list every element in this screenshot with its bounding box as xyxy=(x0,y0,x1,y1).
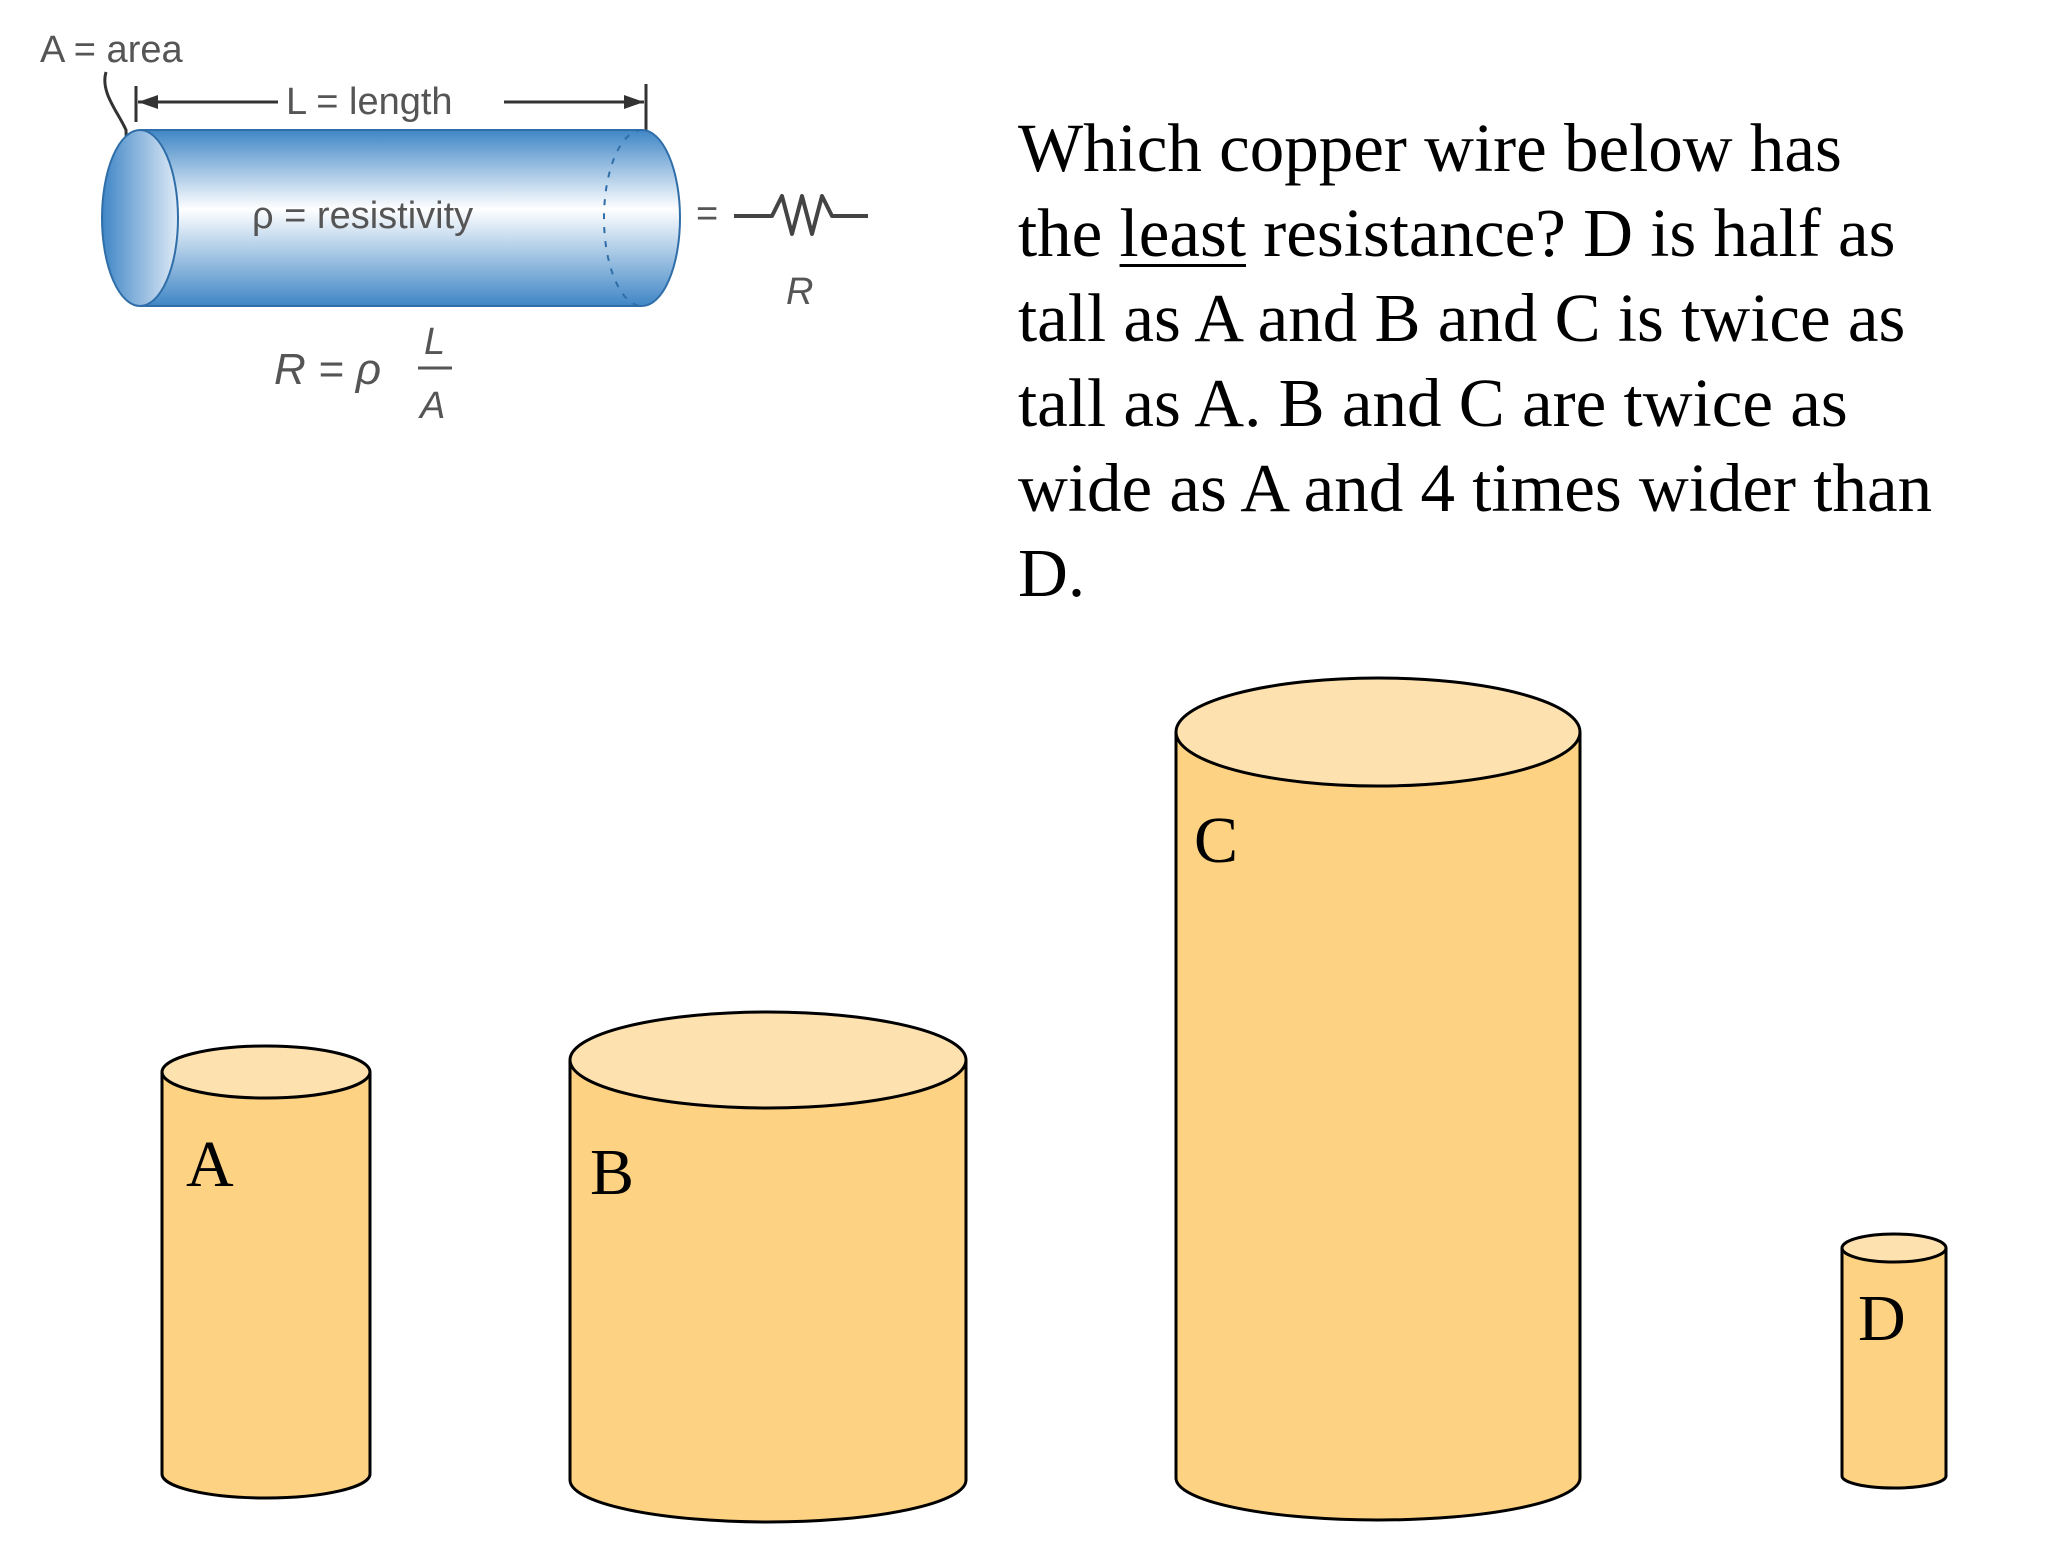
cylinder-b-body xyxy=(568,1060,968,1524)
question-line-2-post: resistance? D is half as xyxy=(1246,195,1896,271)
wire-body xyxy=(139,129,681,307)
question-text: Which copper wire below has the least re… xyxy=(1018,106,2028,616)
area-arrow xyxy=(103,71,130,201)
cylinder-a-body xyxy=(160,1072,372,1500)
formula-lhs: R = ρ xyxy=(274,345,381,394)
cylinder-c-label: C xyxy=(1194,804,1238,877)
length-label: L = length xyxy=(286,81,453,123)
length-arrowhead-left xyxy=(138,95,158,109)
cylinder-b-label: B xyxy=(590,1136,634,1209)
question-line-3: tall as A and B and C is twice as xyxy=(1018,280,1906,356)
resistor-symbol xyxy=(734,194,868,236)
cylinder-d-label: D xyxy=(1858,1282,1906,1355)
cylinder-d-body xyxy=(1840,1248,1948,1490)
question-line-1: Which copper wire below has xyxy=(1018,110,1842,186)
cylinders-group: A B C D xyxy=(160,676,1948,1524)
formula-numerator: L xyxy=(424,321,445,363)
wire-hidden-edge xyxy=(603,129,643,307)
wire-end-face xyxy=(101,129,179,307)
question-line-5: wide as A and 4 times wider than xyxy=(1018,450,1933,526)
question-line-6: D. xyxy=(1018,535,1086,611)
resistivity-figure: A = area L = length ρ = resistivity = R … xyxy=(40,29,868,427)
cylinder-b: B xyxy=(568,1010,968,1524)
question-line-2: the least resistance? D is half as xyxy=(1018,191,2028,276)
cylinder-d: D xyxy=(1840,1232,1948,1490)
cylinder-c-top xyxy=(1174,676,1582,788)
cylinder-a: A xyxy=(160,1044,372,1500)
resistivity-label: ρ = resistivity xyxy=(252,195,473,237)
equals-sign: = xyxy=(696,193,718,235)
area-label: A = area xyxy=(40,29,183,71)
cylinder-b-top xyxy=(568,1010,968,1110)
least-emphasis: least xyxy=(1119,195,1246,271)
cylinder-a-top xyxy=(160,1044,372,1100)
cylinder-c: C xyxy=(1174,676,1582,1522)
cylinder-c-body xyxy=(1174,732,1582,1522)
resistor-label: R xyxy=(786,271,813,313)
question-line-4: tall as A. B and C are twice as xyxy=(1018,365,1848,441)
cylinder-a-label: A xyxy=(186,1128,234,1201)
formula-denominator: A xyxy=(418,385,445,427)
cylinder-d-top xyxy=(1840,1232,1948,1264)
question-line-2-pre: the xyxy=(1018,195,1120,271)
length-arrowhead-right xyxy=(624,95,644,109)
